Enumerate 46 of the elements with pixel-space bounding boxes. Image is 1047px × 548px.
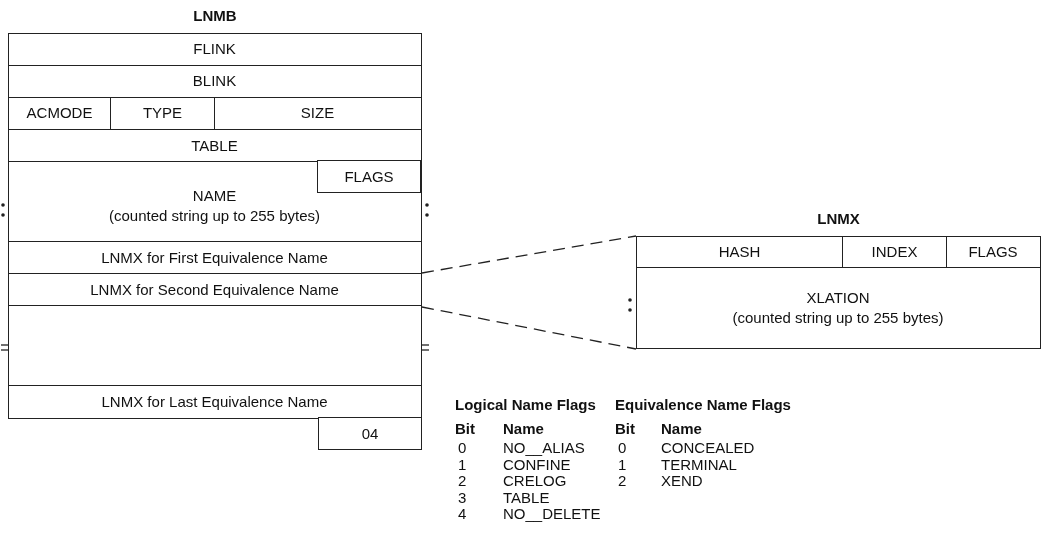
field-name: INDEX — [871, 242, 918, 262]
flag-name: NO__ALIAS — [503, 440, 585, 456]
structure-title: LNMX — [817, 210, 860, 227]
field-name: XLATION — [806, 287, 870, 308]
flag-name: TABLE — [503, 489, 550, 506]
value-box — [318, 417, 422, 450]
bit-number: 4 — [458, 506, 467, 522]
field-name: ACMODE — [26, 103, 93, 123]
field-name: LNMX for First Equivalence Name — [101, 247, 328, 268]
column-header: Bit — [455, 421, 475, 437]
flag-name: CRELOG — [503, 473, 567, 489]
field-name: FLAGS — [344, 166, 394, 187]
field-name: LNMX for Last Equivalence Name — [101, 391, 328, 412]
flag-name: CONFINE — [503, 456, 571, 473]
field-name: FLAGS — [968, 242, 1018, 262]
table-heading: Equivalence Name Flags — [615, 397, 791, 413]
flag-name: TERMINAL — [661, 456, 737, 473]
column-header: Name — [661, 421, 702, 437]
field-name: SIZE — [300, 103, 335, 123]
flag-name: NO__DELETE — [503, 506, 601, 522]
field-cell — [317, 160, 421, 193]
flag-name: XEND — [661, 473, 703, 489]
bit-number: 0 — [618, 440, 627, 456]
flag-name: CONCEALED — [661, 440, 755, 456]
column-header: Name — [503, 421, 544, 437]
table-heading: Logical Name Flags — [455, 397, 596, 413]
field-note: (counted string up to 255 bytes) — [732, 307, 944, 328]
bit-number: 2 — [458, 473, 467, 489]
field-name: BLINK — [192, 71, 237, 91]
field-name: LNMX for Second Equivalence Name — [90, 279, 339, 300]
field-name: TABLE — [191, 135, 238, 156]
field-note: (counted string up to 255 bytes) — [109, 206, 320, 226]
field-name: NAME — [192, 186, 237, 206]
field-name: TYPE — [142, 103, 183, 123]
bit-number: 1 — [458, 456, 467, 473]
bit-number: 2 — [618, 473, 627, 489]
field-name: FLINK — [193, 39, 236, 59]
field-name: 04 — [361, 423, 379, 444]
field-name: HASH — [718, 242, 761, 262]
bit-number: 3 — [458, 489, 467, 506]
bit-number: 0 — [458, 440, 467, 456]
bit-number: 1 — [618, 456, 627, 473]
dashed-connector — [421, 306, 637, 350]
column-header: Bit — [615, 421, 635, 437]
dashed-connector — [421, 235, 637, 274]
structure-title: LNMB — [193, 7, 237, 24]
